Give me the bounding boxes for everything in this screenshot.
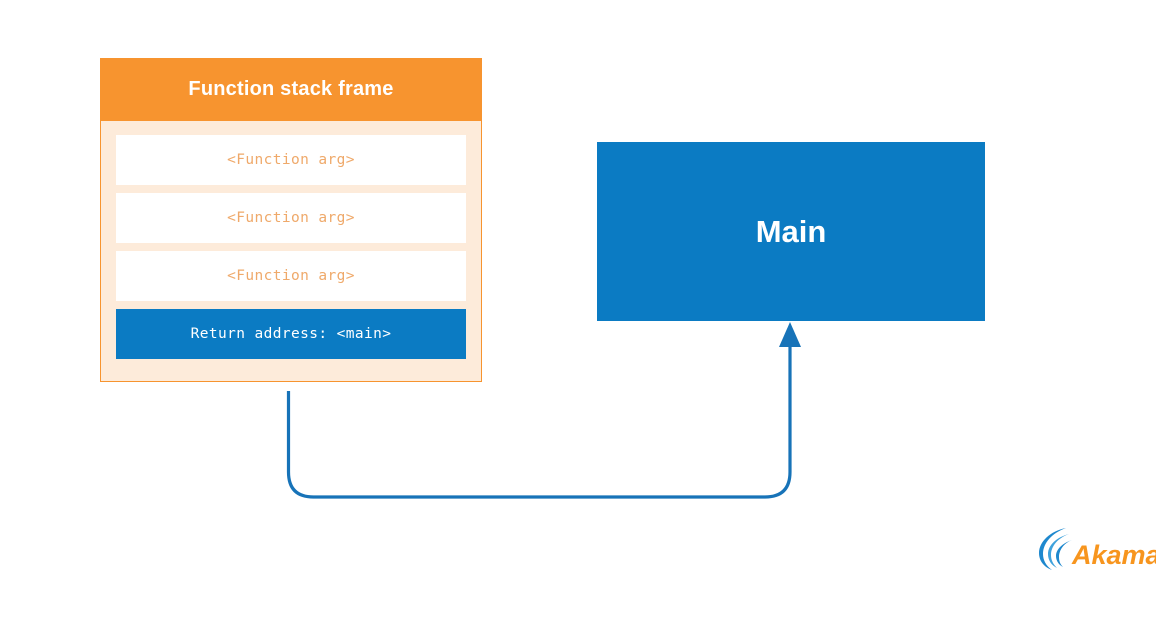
- function-stack-frame: Function stack frame <Function arg> <Fun…: [100, 58, 482, 382]
- stack-slot-arg-3: <Function arg>: [116, 251, 466, 301]
- stack-slot-label: Return address: <main>: [190, 326, 392, 342]
- connector-arrowhead-icon: [779, 322, 801, 347]
- stack-slot-label: <Function arg>: [227, 268, 355, 284]
- stack-slot-return-address: Return address: <main>: [116, 309, 466, 359]
- main-box: Main: [597, 142, 985, 321]
- akamai-wordmark: Akamai: [1071, 540, 1156, 570]
- stack-slot-arg-2: <Function arg>: [116, 193, 466, 243]
- stack-slot-label: <Function arg>: [227, 210, 355, 226]
- wave-swoosh-icon: [1039, 528, 1072, 570]
- akamai-logo: Akamai: [1039, 528, 1156, 570]
- stack-slot-label: <Function arg>: [227, 152, 355, 168]
- stack-slot-arg-1: <Function arg>: [116, 135, 466, 185]
- stack-frame-body: <Function arg> <Function arg> <Function …: [100, 121, 482, 382]
- stack-frame-header: Function stack frame: [100, 58, 482, 121]
- main-box-label: Main: [755, 213, 827, 249]
- stack-frame-title: Function stack frame: [188, 78, 394, 100]
